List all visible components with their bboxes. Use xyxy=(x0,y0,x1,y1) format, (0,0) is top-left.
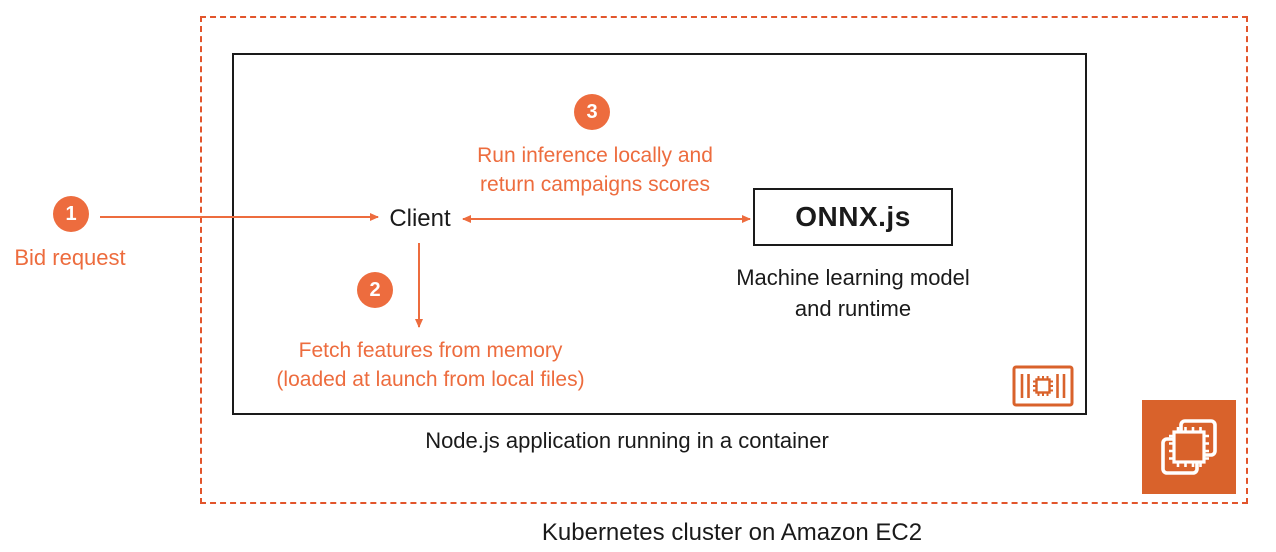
onnx-js-label: ONNX.js xyxy=(795,201,911,232)
step-badge-3: 3 xyxy=(574,94,610,130)
step-badge-2: 2 xyxy=(357,272,393,308)
ec2-instance-icon xyxy=(1142,400,1236,494)
fetch-features-label: Fetch features from memory (loaded at la… xyxy=(238,336,623,394)
step-number: 1 xyxy=(65,202,77,225)
nodejs-container-caption: Node.js application running in a contain… xyxy=(425,428,829,453)
container-chip-icon xyxy=(1012,365,1074,407)
run-inference-line1: Run inference locally and xyxy=(477,144,713,167)
onnx-js-node: ONNX.js xyxy=(753,188,953,246)
step-number: 3 xyxy=(586,100,598,123)
ml-model-caption-line2: and runtime xyxy=(794,296,912,321)
run-inference-label: Run inference locally and return campaig… xyxy=(445,141,745,199)
bid-request-label: Bid request xyxy=(14,245,126,270)
step-badge-1: 1 xyxy=(53,196,89,232)
fetch-features-line1: Fetch features from memory xyxy=(298,339,563,362)
run-inference-line2: return campaigns scores xyxy=(480,173,710,196)
fetch-features-line2: (loaded at launch from local files) xyxy=(276,368,585,391)
ml-model-caption-line1: Machine learning model xyxy=(736,265,970,290)
client-node-label: Client xyxy=(389,205,451,232)
kubernetes-cluster-boundary xyxy=(200,16,1248,504)
ml-model-caption: Machine learning model and runtime xyxy=(703,262,1003,324)
step-number: 2 xyxy=(369,278,381,301)
kubernetes-cluster-caption: Kubernetes cluster on Amazon EC2 xyxy=(541,519,923,546)
